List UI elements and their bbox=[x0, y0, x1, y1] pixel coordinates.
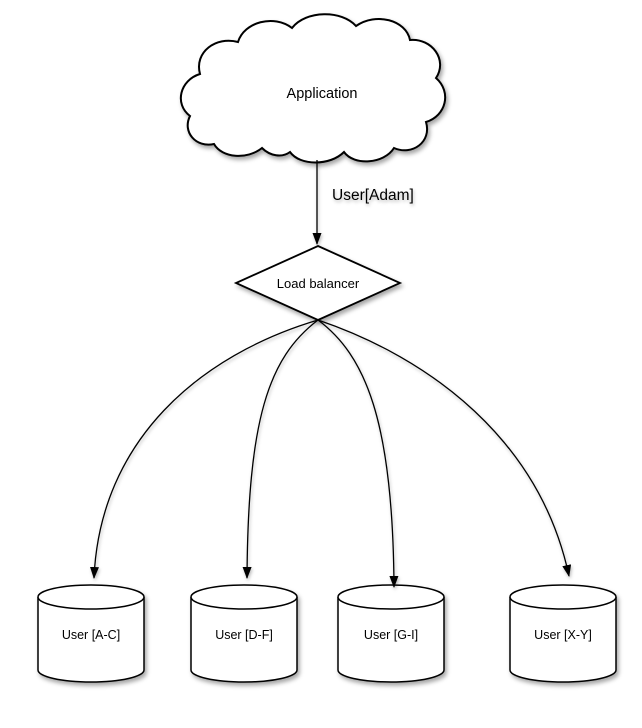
shard-label-d-f: User [D-F] bbox=[215, 628, 273, 642]
application-cloud-node: Application bbox=[180, 13, 446, 164]
cloud-icon bbox=[180, 13, 446, 164]
edge-lb-to-shard-d-f bbox=[242, 319, 319, 579]
edge-application-to-load-balancer: User[Adam] bbox=[312, 160, 414, 245]
edge-lb-to-shard-x-y bbox=[317, 319, 572, 577]
load-balancer-label: Load balancer bbox=[277, 276, 360, 291]
load-balancer-node: Load balancer bbox=[233, 245, 403, 321]
cylinder-top bbox=[337, 584, 445, 610]
cylinder-top bbox=[37, 584, 145, 610]
edge-lb-to-shard-a-c bbox=[89, 319, 319, 579]
cylinder-body bbox=[337, 597, 445, 683]
cylinder-body bbox=[190, 597, 298, 683]
arrow-curve bbox=[89, 319, 319, 579]
database-cylinder-d-f: User [D-F] bbox=[190, 584, 298, 683]
database-cylinder-a-c: User [A-C] bbox=[37, 584, 145, 683]
database-cylinder-g-i: User [G-I] bbox=[337, 584, 445, 683]
application-label: Application bbox=[287, 86, 358, 102]
shard-label-x-y: User [X-Y] bbox=[534, 628, 592, 642]
cylinder-top bbox=[509, 584, 617, 610]
edge-lb-to-shard-g-i bbox=[317, 319, 399, 588]
database-cylinder-x-y: User [X-Y] bbox=[509, 584, 617, 683]
cylinder-body bbox=[37, 597, 145, 683]
edge-label-user-adam: User[Adam] bbox=[332, 187, 414, 204]
shard-label-a-c: User [A-C] bbox=[62, 628, 120, 642]
arrow-curve bbox=[317, 319, 572, 577]
arrow-curve bbox=[317, 319, 399, 588]
arrow-curve bbox=[242, 319, 319, 579]
cylinder-body bbox=[509, 597, 617, 683]
cylinder-top bbox=[190, 584, 298, 610]
shard-label-g-i: User [G-I] bbox=[364, 628, 418, 642]
